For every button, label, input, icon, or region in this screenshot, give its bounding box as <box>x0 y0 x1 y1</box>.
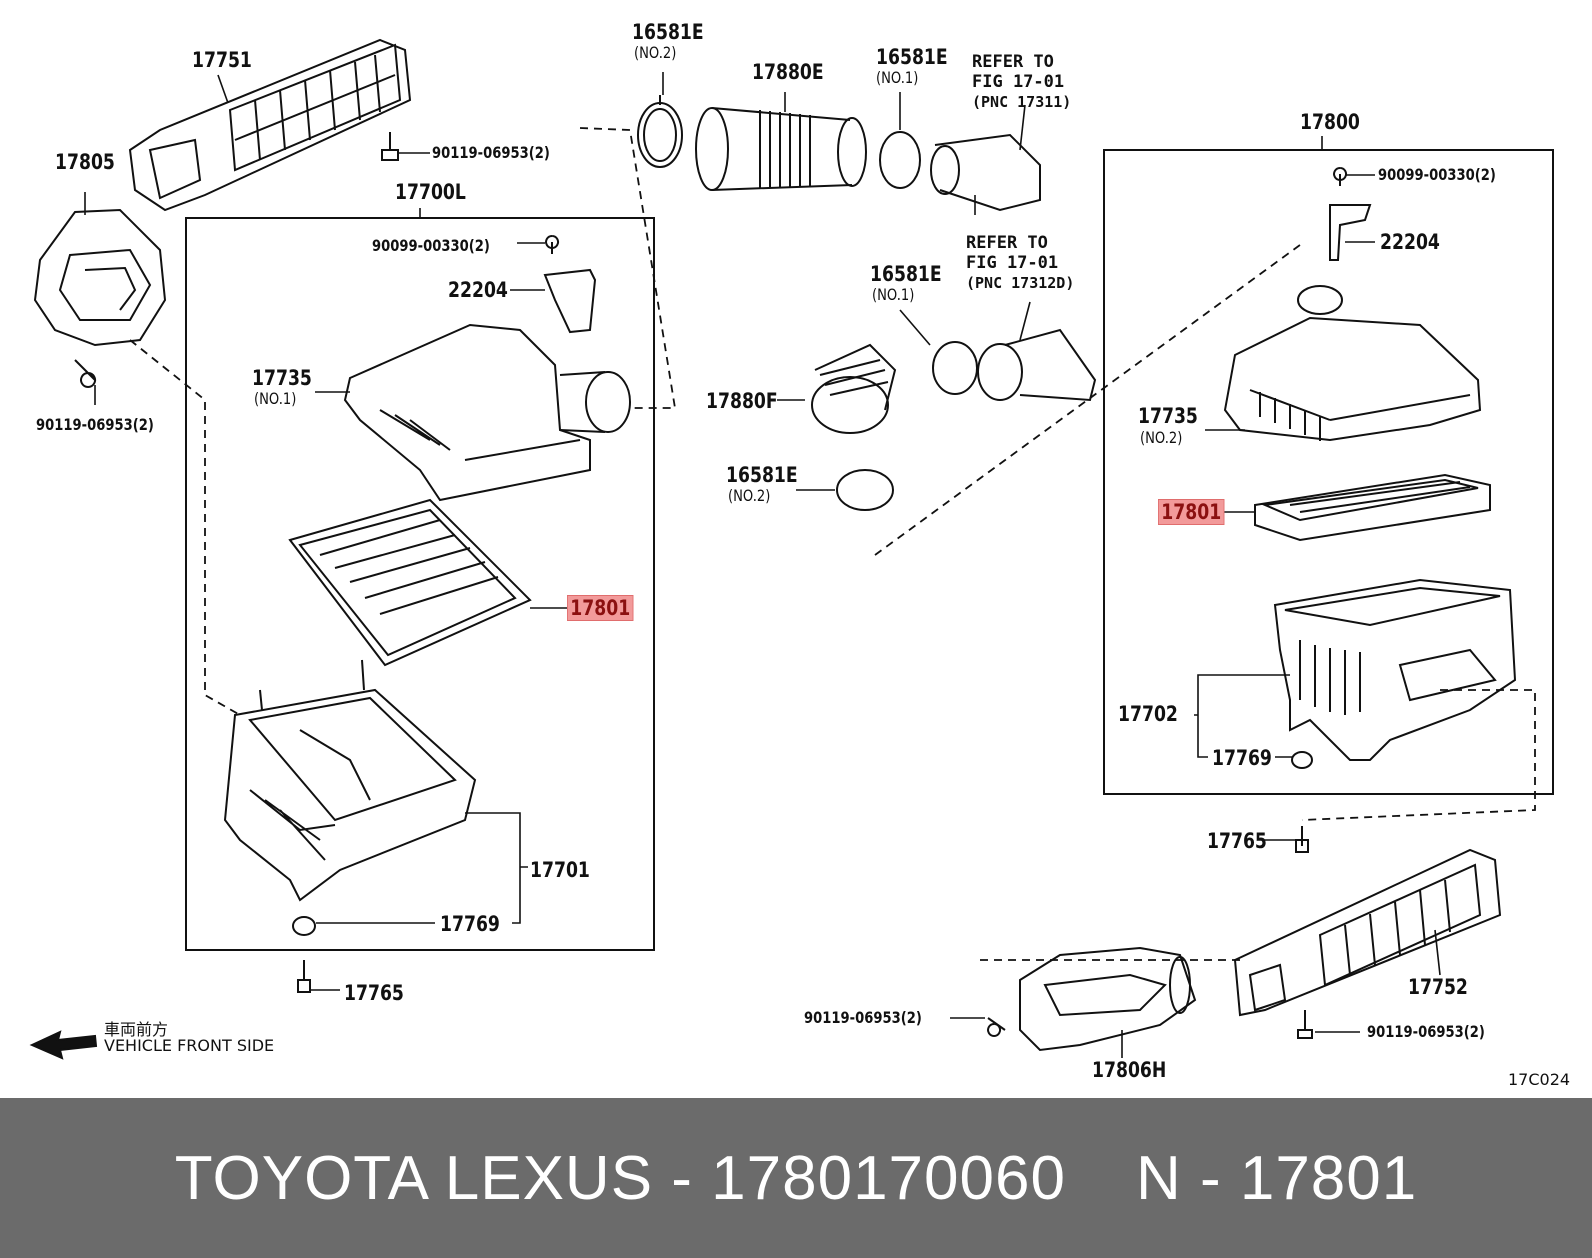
inlet-17806H-drawing <box>1019 946 1197 1052</box>
ref-note-line1: REFER TO <box>972 52 1054 72</box>
ref-note-line2: FIG 17-01 <box>972 72 1065 92</box>
label-17751: 17751 <box>192 48 252 72</box>
front-arrow-shape <box>29 1030 98 1060</box>
label-16581E-top-left: 16581E <box>632 20 704 44</box>
label-17735-right-sub: (NO.2) <box>1140 428 1183 447</box>
label-17701: 17701 <box>530 858 590 882</box>
front-side-jp: 車両前方 <box>104 1020 169 1039</box>
brand-part-number: TOYOTA LEXUS - 1780170060 <box>174 1143 1066 1213</box>
label-17735-right: 17735 <box>1138 404 1198 428</box>
label-bolt-90099-left: 90099-00330(2) <box>372 236 490 255</box>
label-bolt-90099-right: 90099-00330(2) <box>1378 165 1496 184</box>
parts-diagram: 17751 17805 90119-06953(2) 90119-06953(2… <box>29 20 1571 1089</box>
label-16581E-low: 16581E <box>726 463 798 487</box>
group-box-17700L <box>185 217 655 951</box>
clamp-16581E-no2-low <box>836 469 894 511</box>
highlight-17801-left: 17801 <box>567 595 634 621</box>
resonator-17752-drawing <box>1233 848 1502 1017</box>
highlight-17801-right: 17801 <box>1158 499 1225 525</box>
hose-17880E-drawing <box>695 107 867 191</box>
clamp-16581E-no1-mid <box>932 341 978 395</box>
label-bolt-90119-top: 90119-06953(2) <box>432 143 550 162</box>
label-17801-right: 17801 <box>1158 499 1225 525</box>
cleaner-case-17702-drawing <box>1273 578 1517 761</box>
group-box-17800 <box>1103 149 1554 795</box>
clamp-16581E-no1-top <box>879 131 921 189</box>
label-17765-left: 17765 <box>344 981 404 1005</box>
label-bolt-90119-left: 90119-06953(2) <box>36 415 154 434</box>
label-17765-right: 17765 <box>1207 829 1267 853</box>
cleaner-cap-17735-no1-drawing <box>343 323 631 502</box>
label-17735-left-sub: (NO.1) <box>254 389 297 408</box>
front-side-en: VEHICLE FRONT SIDE <box>104 1036 275 1055</box>
label-22204-right: 22204 <box>1380 230 1440 254</box>
label-bolt-90119-bottom-mid: 90119-06953(2) <box>804 1008 922 1027</box>
part-number-banner: TOYOTA LEXUS - 1780170060 N - 17801 <box>0 1098 1592 1258</box>
ref-note-line1: REFER TO <box>966 233 1048 253</box>
grommet-17769-left <box>292 916 316 936</box>
inlet-17805-drawing <box>33 208 167 347</box>
grommet-17769-right <box>1291 751 1313 769</box>
label-22204-left: 22204 <box>448 278 508 302</box>
label-16581E-mid: 16581E <box>870 262 942 286</box>
pnc-code: N - 17801 <box>1135 1143 1418 1213</box>
label-17700L: 17700L <box>395 180 466 204</box>
label-16581E-top-left-sub: (NO.2) <box>634 43 677 62</box>
label-17806H: 17806H <box>1092 1058 1167 1082</box>
filter-17801-left-drawing <box>288 498 532 667</box>
label-16581E-mid-sub: (NO.1) <box>872 285 915 304</box>
label-16581E-top-mid-sub: (NO.1) <box>876 68 919 87</box>
hose-17880F-drawing <box>811 343 897 434</box>
label-17805: 17805 <box>55 150 115 174</box>
cleaner-case-17701-drawing <box>223 659 477 902</box>
filter-17801-right-drawing <box>1254 473 1491 542</box>
label-17801-left: 17801 <box>567 595 634 621</box>
label-bolt-90119-bottom-right: 90119-06953(2) <box>1367 1022 1485 1041</box>
label-17880E: 17880E <box>752 60 824 84</box>
label-16581E-top-mid: 16581E <box>876 45 948 69</box>
label-17800: 17800 <box>1300 110 1360 134</box>
label-16581E-low-sub: (NO.2) <box>728 486 771 505</box>
ref-note-line3: (PNC 17311) <box>972 93 1072 111</box>
label-17880F: 17880F <box>706 389 778 413</box>
banner-text: TOYOTA LEXUS - 1780170060 N - 17801 <box>175 1143 1418 1214</box>
label-17769-right: 17769 <box>1212 746 1272 770</box>
ref-note-pnc-17311: REFER TO FIG 17-01 (PNC 17311) <box>972 52 1071 112</box>
label-17769-left: 17769 <box>440 912 500 936</box>
label-17735-left: 17735 <box>252 366 312 390</box>
cleaner-cap-17735-no2-drawing <box>1223 285 1482 442</box>
exploded-view-drawing <box>29 38 1554 1060</box>
ref-note-line3: (PNC 17312D) <box>966 274 1075 292</box>
ref-note-pnc-17312D: REFER TO FIG 17-01 (PNC 17312D) <box>966 233 1074 293</box>
ref-note-line2: FIG 17-01 <box>966 253 1059 273</box>
label-17702: 17702 <box>1118 702 1178 726</box>
label-17752: 17752 <box>1408 975 1468 999</box>
resonator-17751-drawing <box>128 38 412 212</box>
figure-code: 17C024 <box>1508 1070 1571 1089</box>
